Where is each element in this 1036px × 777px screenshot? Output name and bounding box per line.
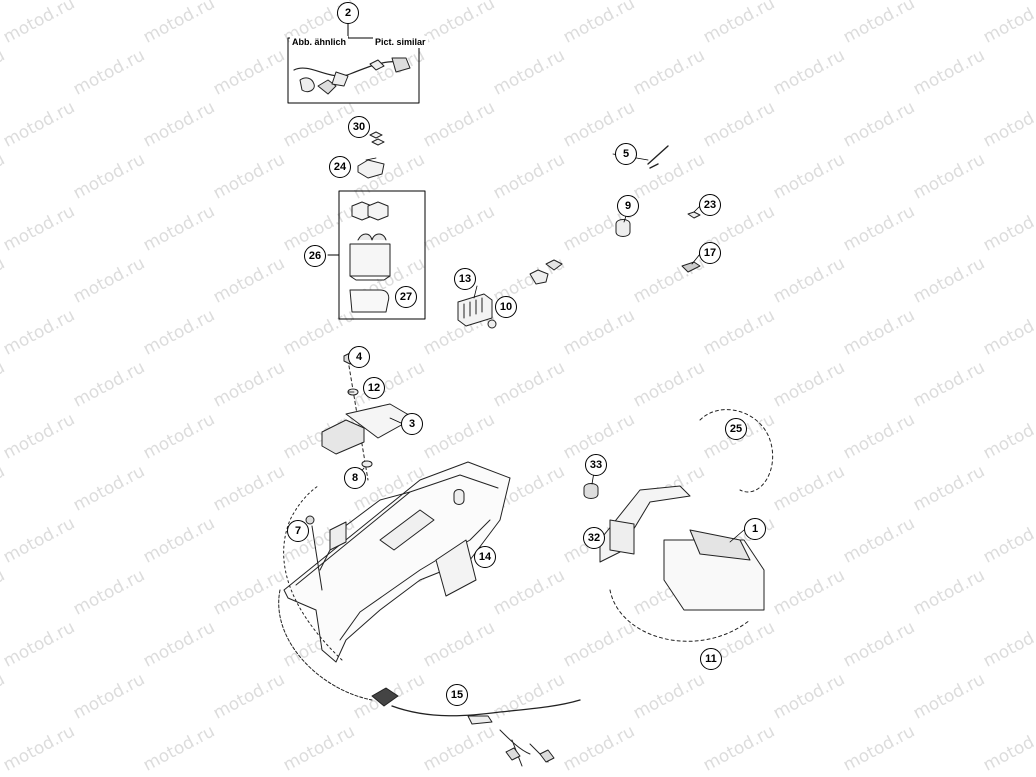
callout-number: 23 — [703, 199, 717, 211]
callout-5: 5 — [615, 143, 637, 165]
callout-1: 1 — [744, 518, 766, 540]
callout-number: 25 — [729, 423, 743, 435]
callout-number: 7 — [294, 525, 302, 537]
fuse-box-group — [327, 190, 426, 320]
callout-15: 15 — [446, 684, 468, 706]
callout-9: 9 — [617, 195, 639, 217]
callout-3: 3 — [401, 413, 423, 435]
callout-2: 2 — [337, 2, 359, 24]
callout-number: 11 — [705, 653, 717, 665]
callout-number: 33 — [589, 459, 603, 471]
small-parts-upper-right — [529, 145, 701, 285]
callout-number: 2 — [344, 7, 352, 19]
callout-33: 33 — [585, 454, 607, 476]
callout-number: 10 — [499, 301, 513, 313]
callout-number: 3 — [408, 418, 416, 430]
parts-13-10 — [457, 293, 497, 329]
callout-number: 8 — [351, 472, 359, 484]
callout-number: 9 — [624, 200, 632, 212]
callout-number: 12 — [367, 382, 381, 394]
callout-32: 32 — [583, 527, 605, 549]
callout-4: 4 — [348, 346, 370, 368]
callout-23: 23 — [699, 194, 721, 216]
callout-8: 8 — [344, 467, 366, 489]
small-parts-30-24 — [357, 131, 385, 179]
callout-13: 13 — [454, 268, 476, 290]
callout-27: 27 — [395, 286, 417, 308]
callout-number: 15 — [450, 689, 464, 701]
callout-number: 1 — [751, 523, 759, 535]
callout-number: 32 — [587, 532, 601, 544]
callout-30: 30 — [348, 116, 370, 138]
callout-number: 30 — [352, 121, 366, 133]
callout-17: 17 — [699, 242, 721, 264]
battery-assembly — [583, 409, 774, 642]
callout-12: 12 — [363, 377, 385, 399]
callout-number: 4 — [355, 351, 363, 363]
callout-number: 13 — [458, 273, 472, 285]
wiring-harness-box — [287, 21, 420, 104]
callout-number: 14 — [478, 551, 492, 563]
main-cable — [278, 589, 581, 767]
leader-lines — [347, 153, 745, 543]
callout-24: 24 — [329, 156, 351, 178]
note-label-en: Pict. similar — [373, 36, 428, 48]
callout-number: 17 — [703, 247, 717, 259]
note-label-de: Abb. ähnlich — [290, 36, 348, 48]
callout-7: 7 — [287, 520, 309, 542]
callout-number: 5 — [622, 148, 630, 160]
callout-14: 14 — [474, 546, 496, 568]
callout-11: 11 — [700, 648, 722, 670]
main-subframe — [283, 403, 511, 663]
callout-number: 24 — [333, 161, 347, 173]
callout-number: 26 — [308, 250, 322, 262]
callout-number: 27 — [399, 291, 413, 303]
callout-26: 26 — [304, 245, 326, 267]
callout-10: 10 — [495, 296, 517, 318]
callout-25: 25 — [725, 418, 747, 440]
